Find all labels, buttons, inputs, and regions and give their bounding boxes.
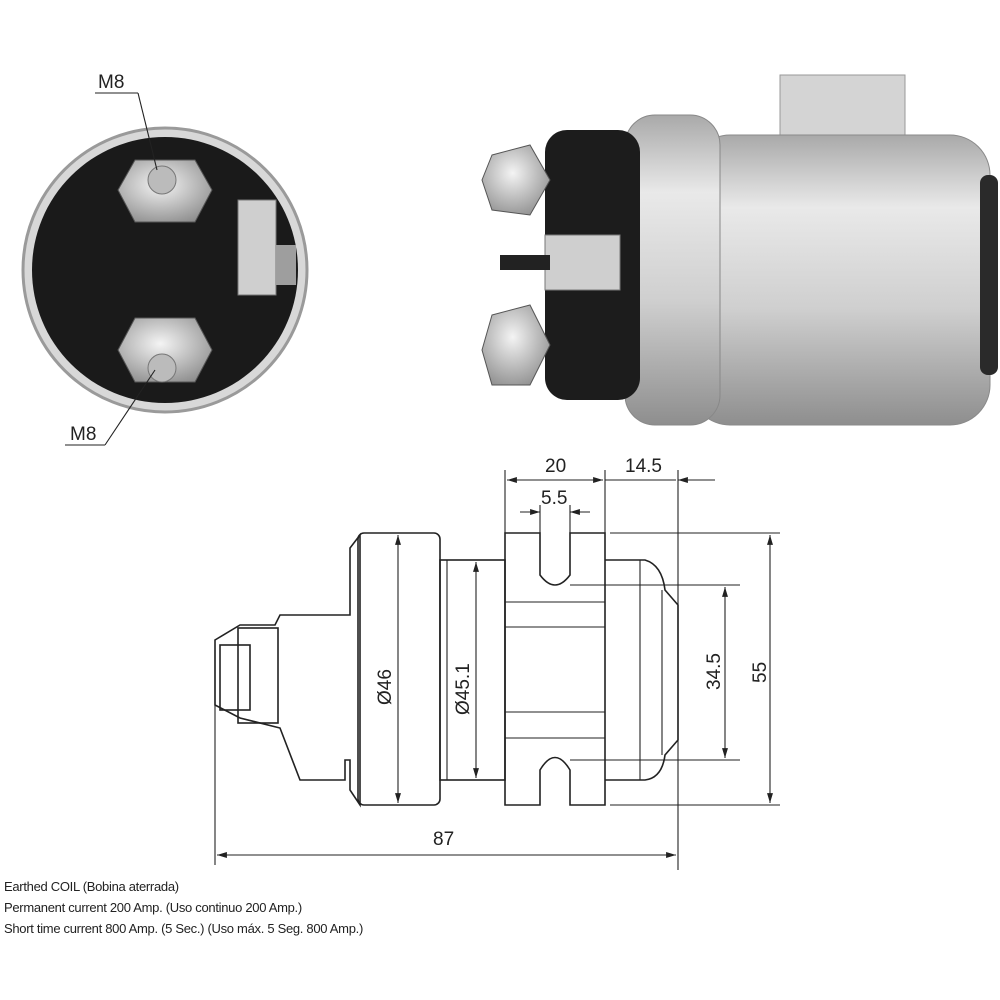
- mounting-bracket: [779, 74, 906, 141]
- dimension-lines: 87 20 14.5 5.5 Ø46 Ø45.1 34.5 55: [214, 456, 780, 870]
- dim-20: 20: [545, 456, 566, 477]
- label-m8-top: M8: [98, 72, 124, 93]
- side-view-photo: [481, 74, 998, 426]
- side-lower-nut: [481, 304, 551, 386]
- dim-dia-45-1: Ø45.1: [453, 663, 474, 715]
- coil-spade-terminal: [544, 234, 621, 291]
- specification-notes: Earthed COIL (Bobina aterrada) Permanent…: [4, 876, 363, 939]
- upper-terminal-nut: [117, 159, 213, 223]
- dim-55: 55: [750, 662, 771, 683]
- side-upper-nut: [481, 144, 551, 216]
- coil-tab-terminal: [237, 199, 296, 296]
- dim-dia-46: Ø46: [375, 669, 396, 705]
- dim-34-5: 34.5: [704, 653, 725, 690]
- leader-m8-top: M8: [95, 72, 158, 171]
- note-short-time-current: Short time current 800 Amp. (5 Sec.) (Us…: [4, 921, 363, 936]
- lower-terminal-nut: [117, 317, 213, 383]
- label-m8-bottom: M8: [70, 424, 96, 445]
- note-permanent-current: Permanent current 200 Amp. (Uso continuo…: [4, 900, 302, 915]
- front-view-photo: [21, 126, 309, 414]
- dim-87: 87: [433, 829, 454, 850]
- leader-m8-bottom: M8: [65, 369, 156, 446]
- dim-5-5: 5.5: [541, 488, 567, 509]
- dim-14-5: 14.5: [625, 456, 662, 477]
- technical-drawing: [214, 532, 679, 808]
- note-earthed-coil: Earthed COIL (Bobina aterrada): [4, 879, 179, 894]
